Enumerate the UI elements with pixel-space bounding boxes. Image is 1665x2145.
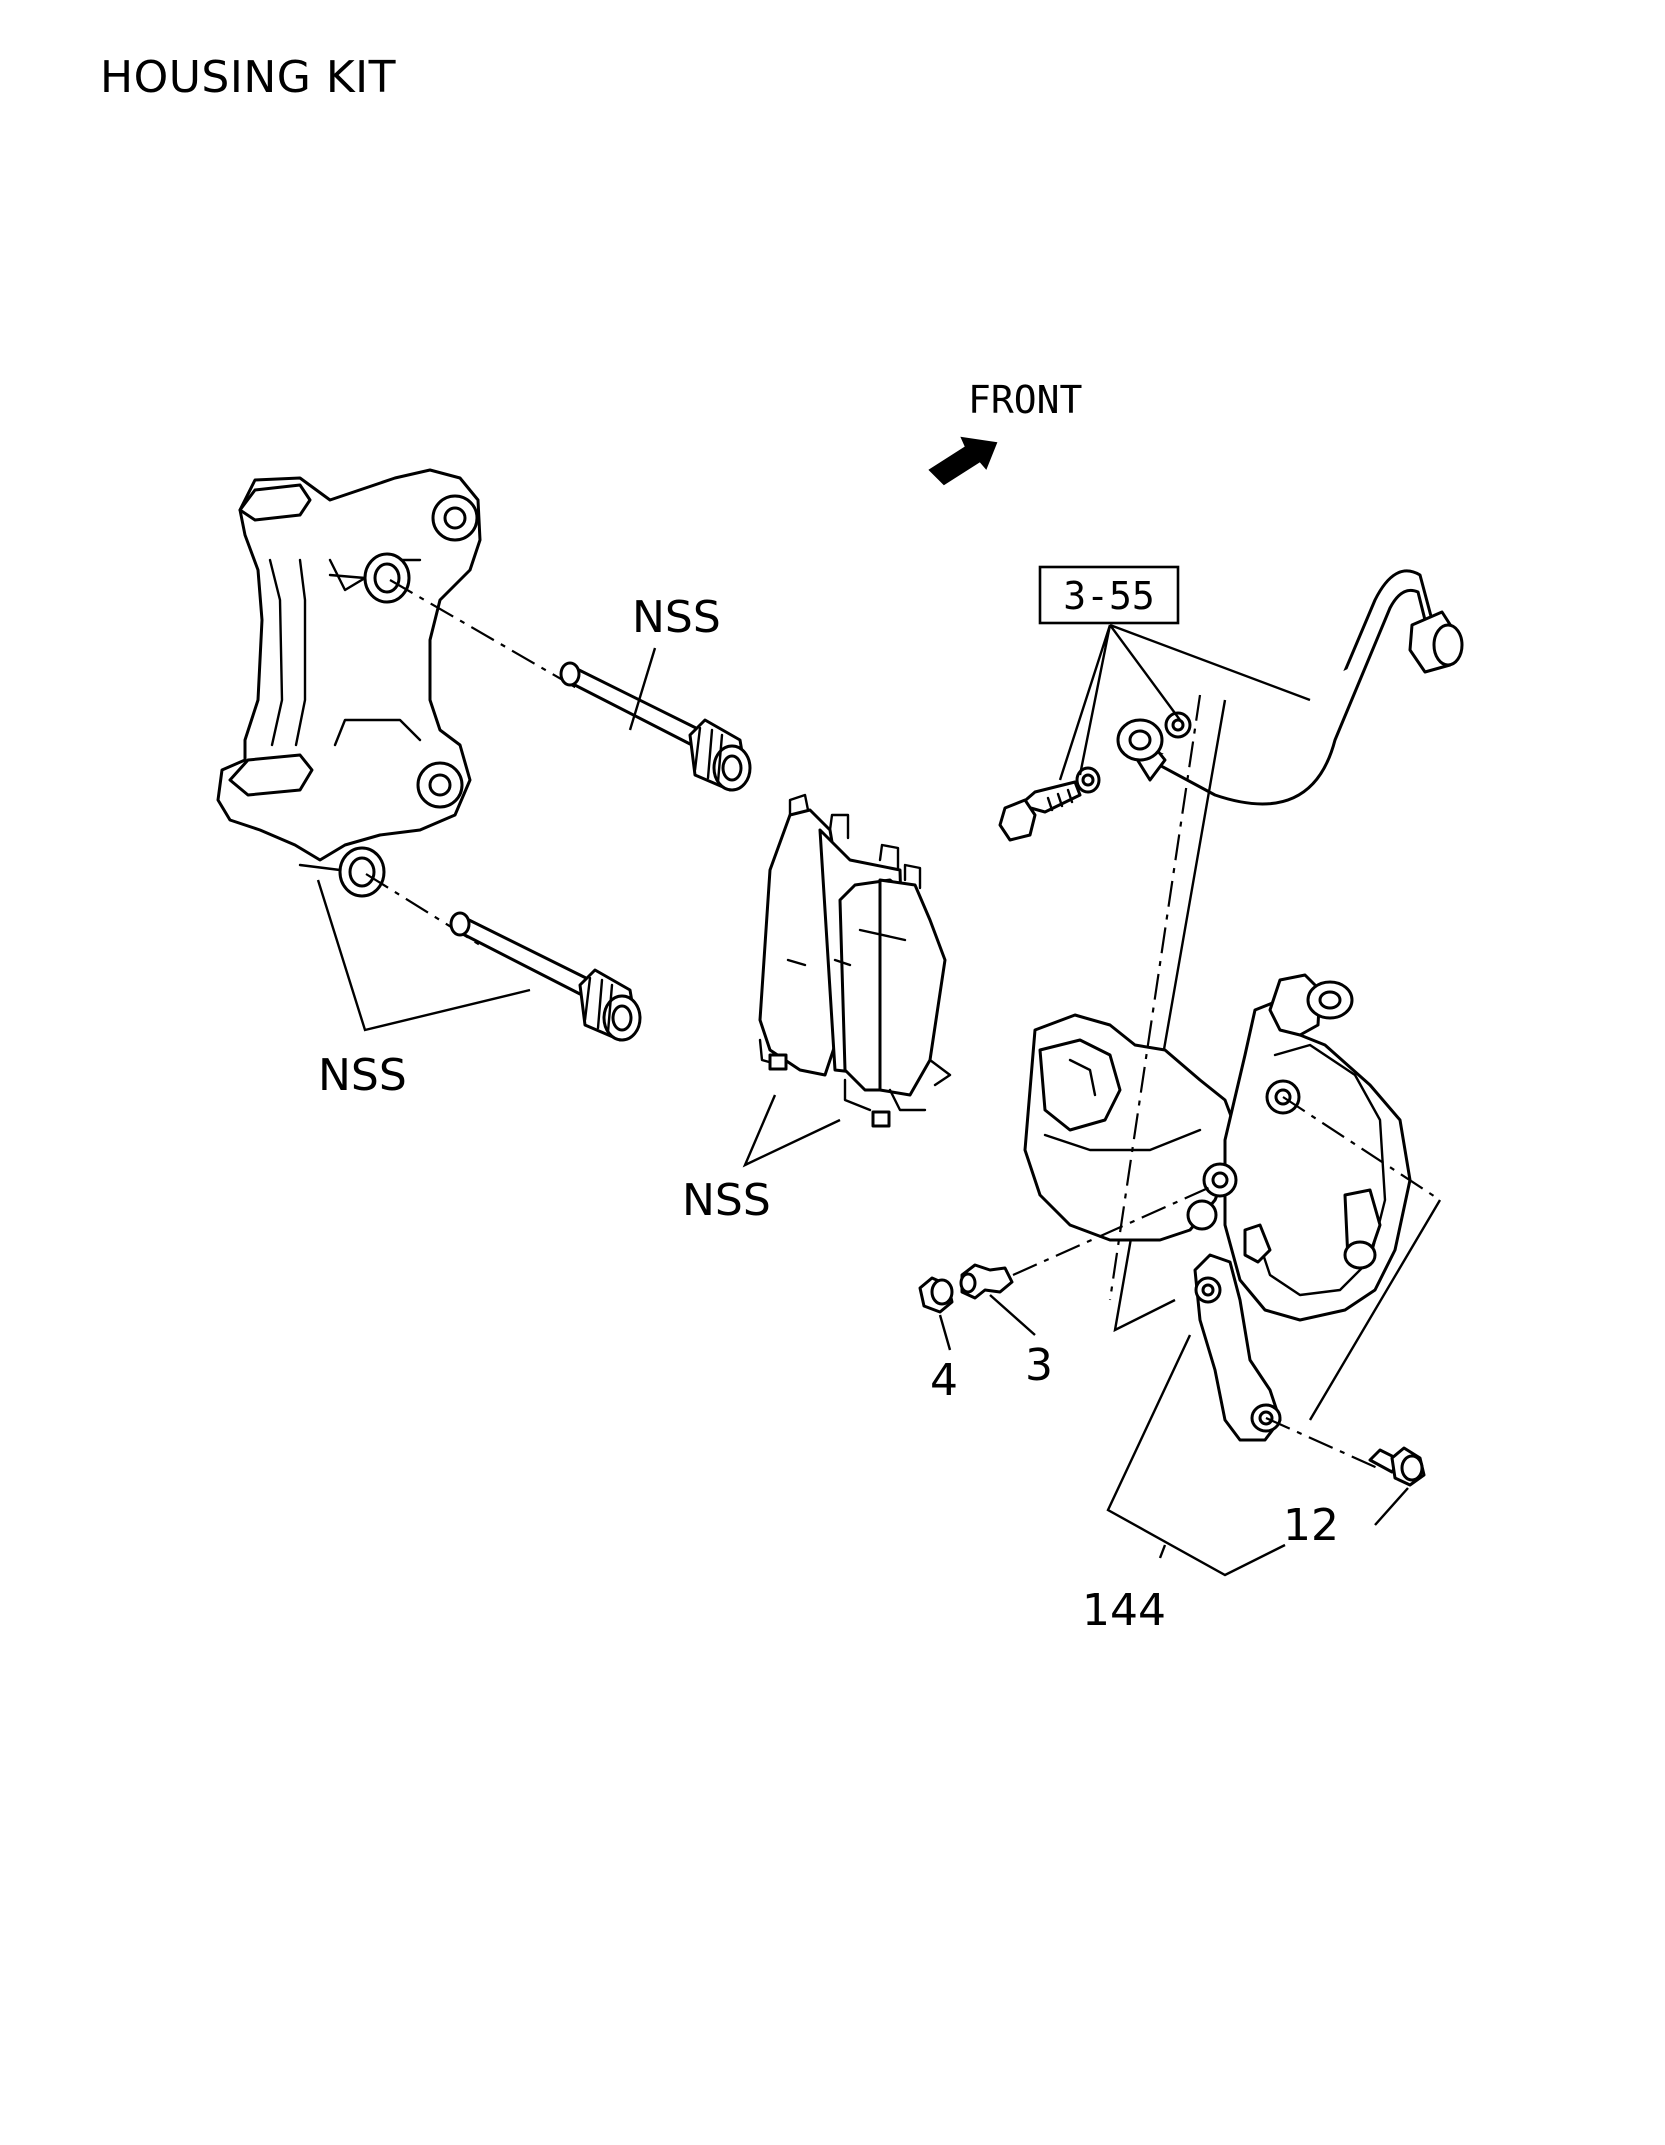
leader-nss-upper	[628, 647, 657, 731]
callout-nss-pads: NSS	[682, 1175, 771, 1226]
centerline-bolt	[1265, 1416, 1383, 1472]
front-indicator: FRONT	[928, 378, 1082, 486]
leader-4	[938, 1314, 952, 1351]
leader-144	[1106, 1334, 1286, 1577]
callout-12: 12	[1283, 1500, 1339, 1551]
callout-nss-lower: NSS	[318, 1050, 407, 1101]
mounting-bolt	[1368, 1446, 1426, 1487]
leader-reference	[1058, 623, 1311, 781]
centerline-housing-top	[1282, 1096, 1441, 1201]
leader-144-tick	[1158, 1544, 1167, 1559]
leader-nss-pads	[742, 1094, 841, 1168]
page-title: HOUSING KIT	[100, 52, 397, 103]
leader-nss-lower	[316, 879, 531, 1032]
caliper-bracket	[216, 468, 482, 898]
callout-4: 4	[930, 1355, 958, 1406]
brake-hose-assembly	[998, 569, 1464, 842]
guide-pin-upper	[559, 661, 752, 792]
callout-nss-upper: NSS	[632, 592, 721, 643]
centerline-bleeder	[1012, 1183, 1216, 1277]
centerline-banjo	[1108, 694, 1202, 1301]
caliper-housing	[1023, 973, 1412, 1442]
leader-reference-down	[1113, 699, 1227, 1333]
callout-144: 144	[1082, 1585, 1166, 1636]
leader-12	[1308, 1199, 1442, 1526]
bleeder-cap	[918, 1276, 954, 1314]
reference-box-label: 3-55	[1063, 574, 1155, 618]
reference-box: 3-55	[1038, 565, 1180, 625]
front-label: FRONT	[968, 378, 1082, 422]
brake-pads	[758, 793, 952, 1128]
bleeder-screw	[959, 1263, 1014, 1300]
leader-3	[989, 1294, 1036, 1336]
front-arrow-icon	[928, 436, 998, 486]
centerline-upper	[389, 579, 581, 691]
guide-pin-lower	[449, 911, 642, 1042]
callout-3: 3	[1025, 1340, 1053, 1391]
